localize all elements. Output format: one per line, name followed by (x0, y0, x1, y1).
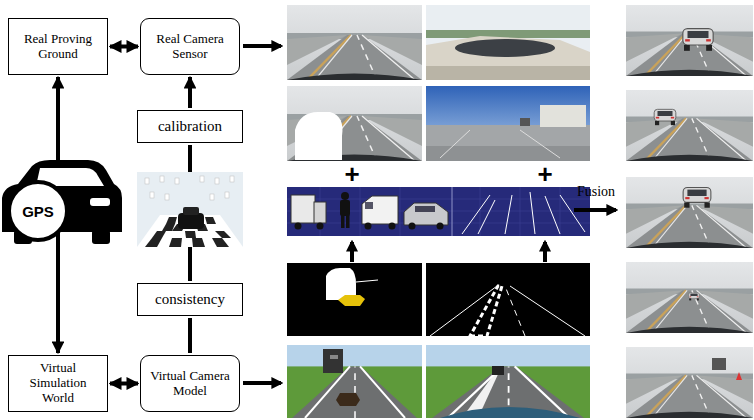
process-box: consistency (137, 283, 243, 316)
node-text: Virtual Camera Model (145, 369, 235, 399)
rounded-box: Virtual Camera Model (140, 355, 240, 412)
node-text: Virtual Simulation World (13, 361, 103, 406)
connector (188, 318, 192, 353)
process-box: Real Proving Ground (8, 18, 108, 75)
node-text: Real Camera Sensor (145, 32, 235, 62)
connector (110, 45, 138, 49)
process-box: Virtual Simulation World (8, 355, 108, 412)
node-text: Real Proving Ground (13, 32, 103, 62)
plus-sign: + (537, 159, 552, 190)
gps-label: GPS (22, 203, 54, 220)
node-text: calibration (158, 118, 222, 135)
node-text: consistency (155, 291, 225, 308)
process-box: calibration (137, 110, 243, 143)
plus-sign: + (344, 159, 359, 190)
fusion-label: Fusion (577, 184, 615, 200)
connector (110, 382, 138, 386)
connector (188, 77, 192, 108)
rounded-box: Real Camera Sensor (140, 18, 240, 75)
